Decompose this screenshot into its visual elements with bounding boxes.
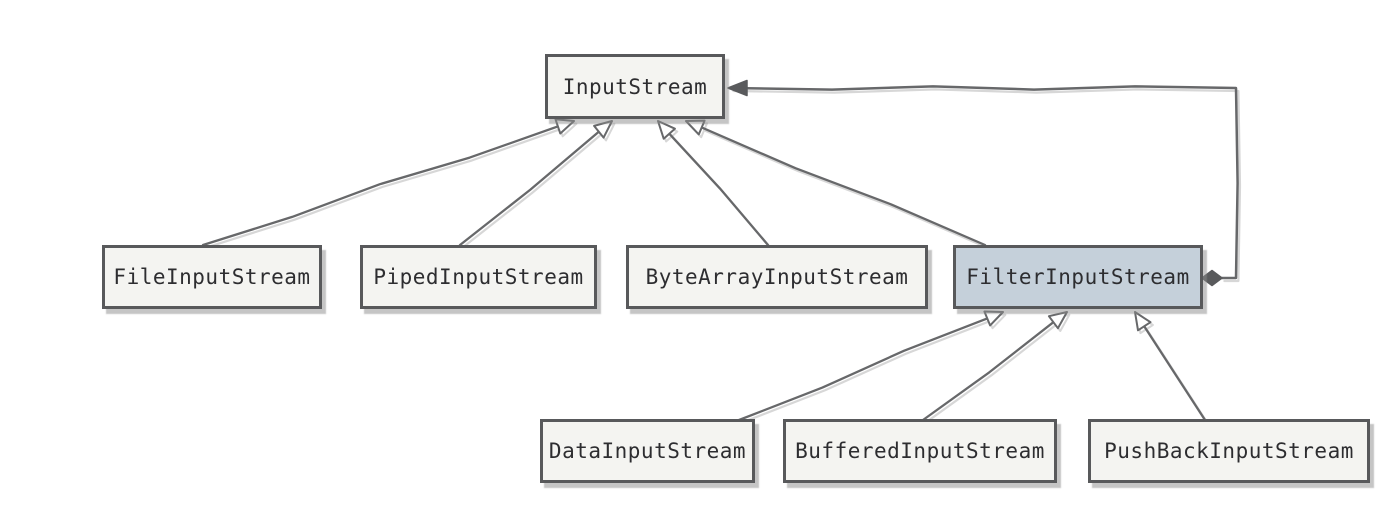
edge-generalization-FilterInputStream-to-InputStream [685,119,989,249]
class-box-bytearrayinputstream: ByteArrayInputStream [626,245,928,309]
class-label: FileInputStream [113,265,311,289]
class-box-inputstream: InputStream [545,54,725,119]
edge-generalization-FileInputStream-to-InputStream [201,118,578,249]
class-label: ByteArrayInputStream [645,265,909,289]
class-box-bufferedinputstream: BufferedInputStream [783,419,1057,483]
class-label: DataInputStream [548,439,747,463]
class-box-pipedinputstream: PipedInputStream [360,245,597,309]
class-box-filterinputstream: FilterInputStream [953,245,1203,309]
edge-composition-FilterInputStream-to-InputStream [727,79,1242,287]
class-label: PipedInputStream [373,265,584,289]
edge-generalization-ByteArrayInputStream-to-InputStream [657,120,772,249]
class-label: PushBackInputStream [1104,439,1354,463]
edge-generalization-PipedInputStream-to-InputStream [458,120,616,249]
edge-generalization-DataInputStream-to-FilterInputStream [737,310,1007,424]
class-box-datainputstream: DataInputStream [540,419,755,483]
class-label: FilterInputStream [966,265,1190,289]
class-label: BufferedInputStream [795,439,1045,463]
edge-generalization-PushBackInputStream-to-FilterInputStream [1134,311,1209,424]
class-box-pushbackinputstream: PushBackInputStream [1088,419,1370,483]
class-label: InputStream [562,74,708,99]
edge-generalization-BufferedInputStream-to-FilterInputStream [921,311,1071,424]
class-box-fileinputstream: FileInputStream [102,245,322,309]
